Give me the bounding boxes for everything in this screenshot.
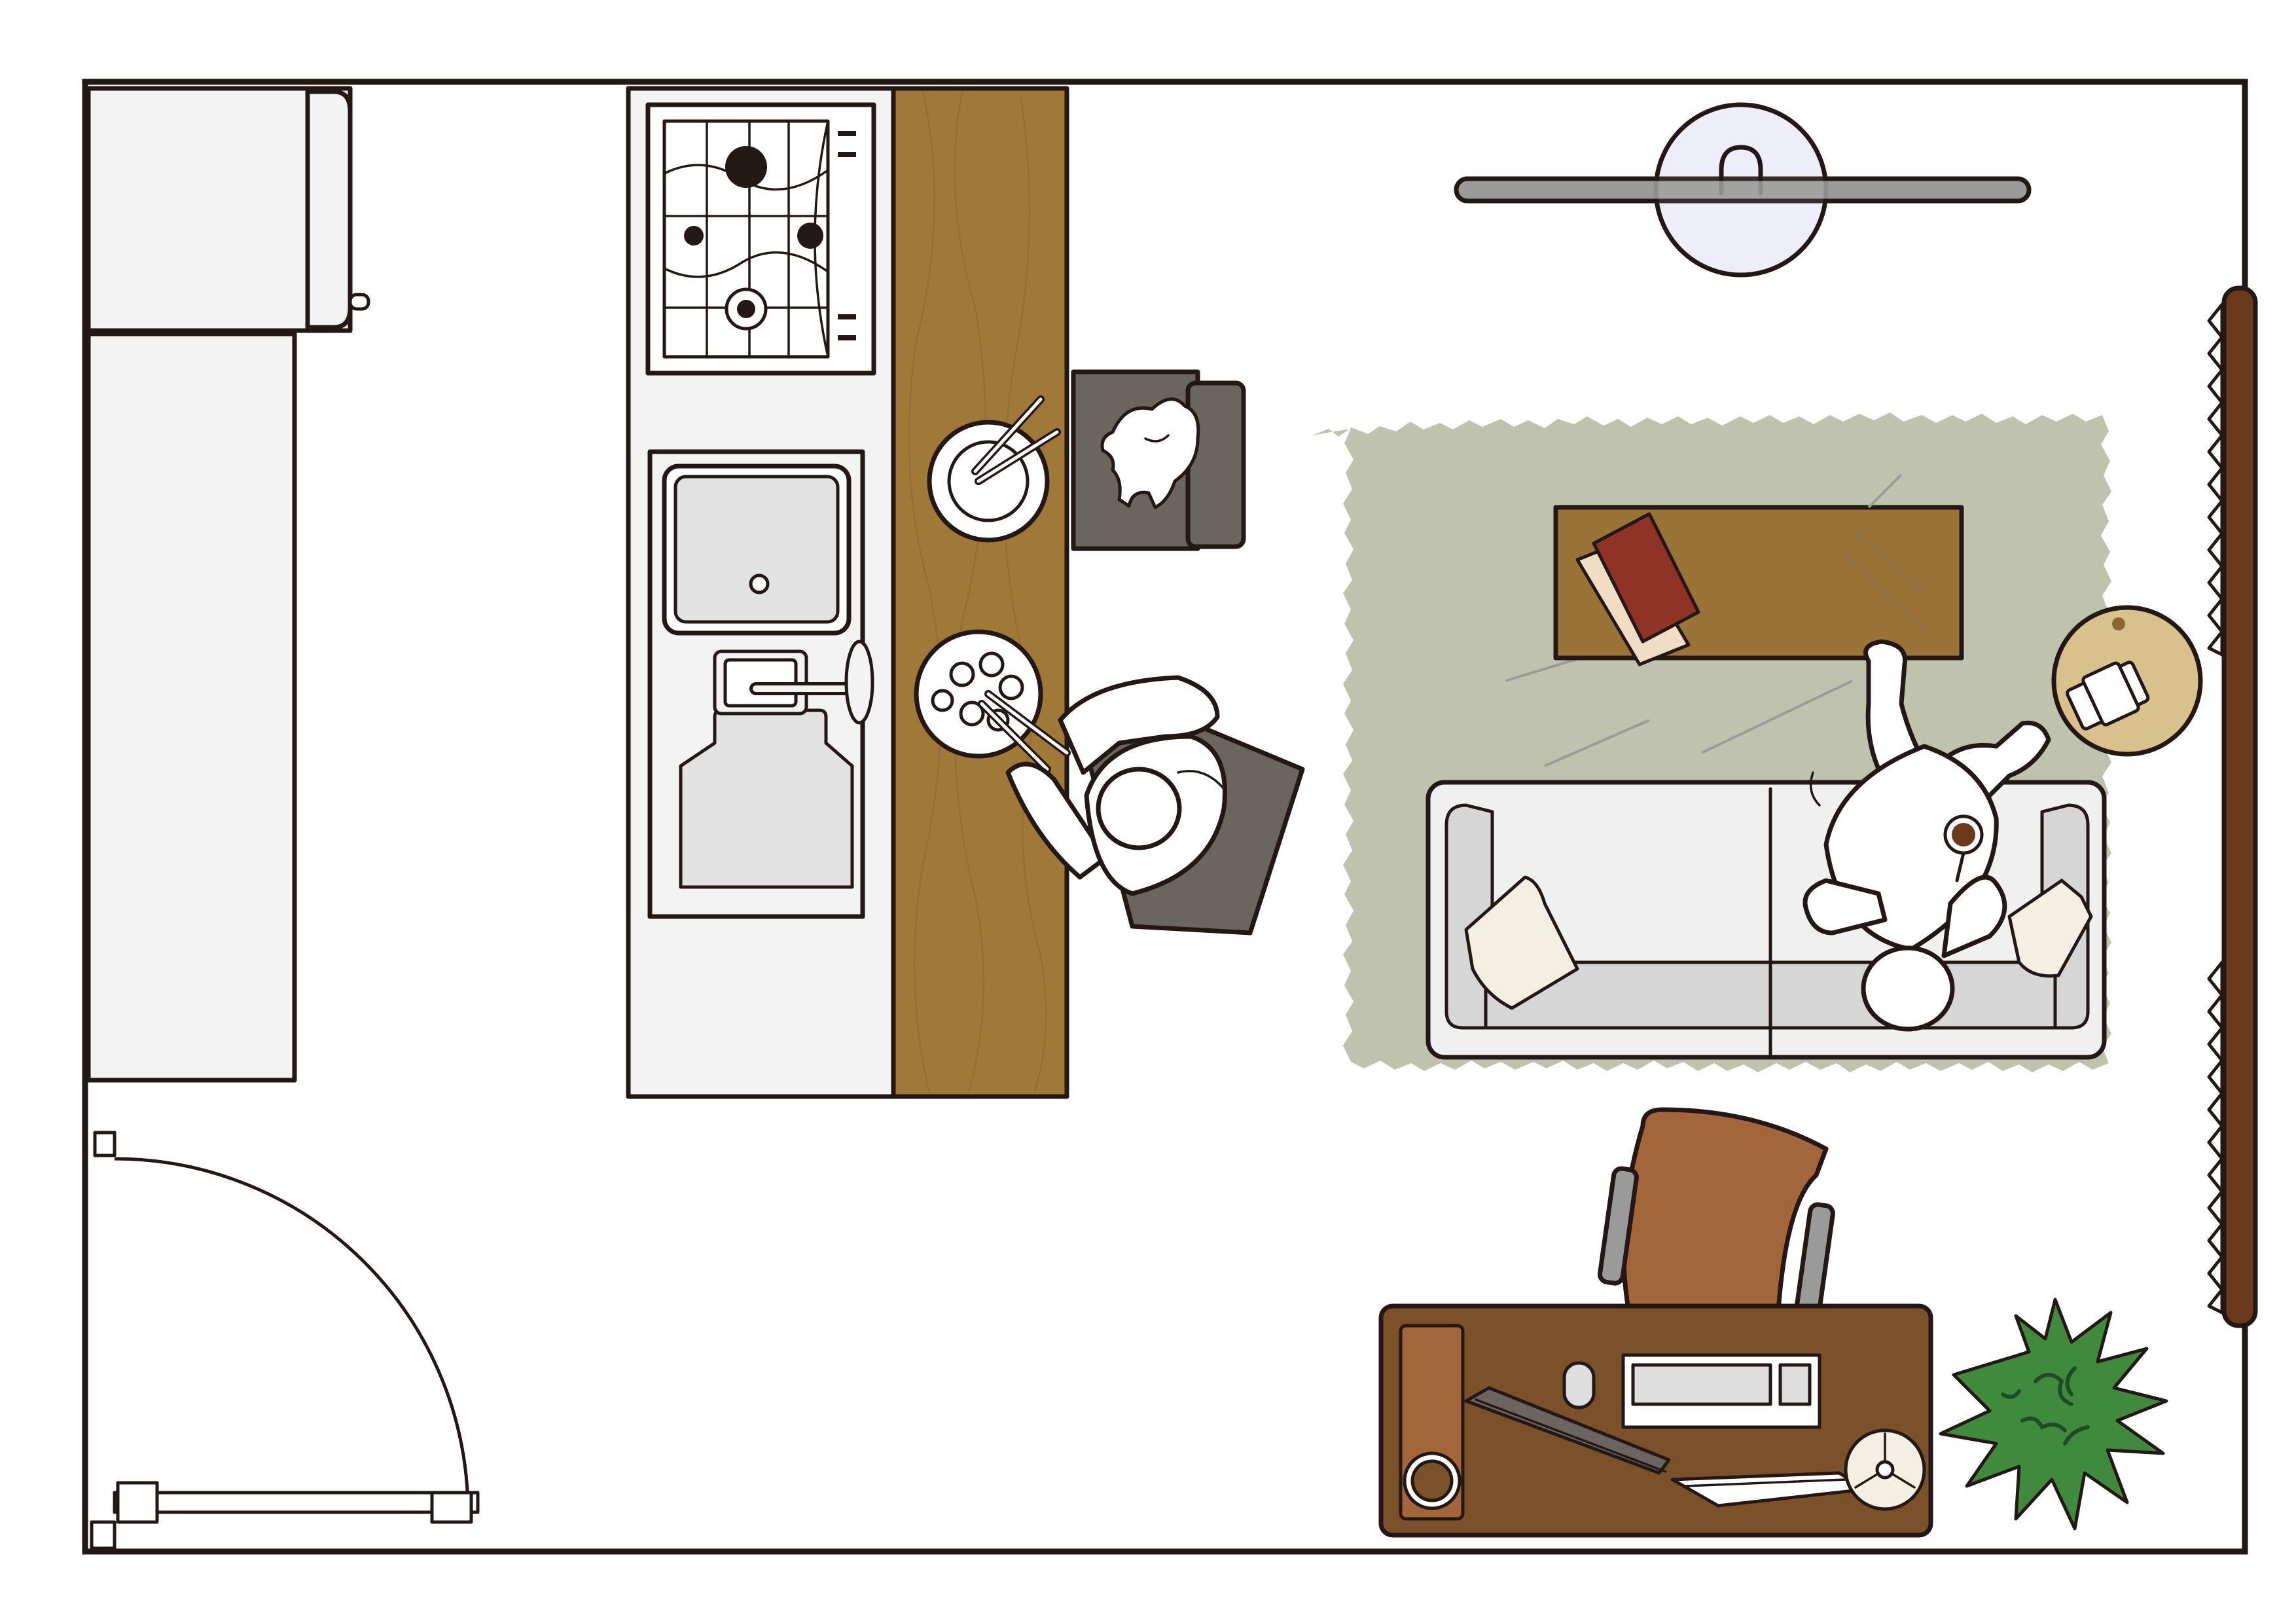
wooden-bar-counter — [891, 86, 1069, 1099]
desk-lamp-icon — [1844, 1428, 1926, 1511]
person-icon — [1005, 675, 1227, 896]
keyboard-icon — [1621, 1353, 1821, 1429]
left-counter — [86, 331, 297, 1083]
gas-stove-icon — [645, 102, 876, 376]
cat-icon — [1100, 397, 1200, 509]
books-icon — [1575, 512, 1700, 666]
kitchen-sink-icon — [647, 449, 874, 919]
desk — [1378, 1303, 1933, 1538]
office-chair — [1597, 1107, 1835, 1335]
side-table — [2051, 605, 2203, 757]
curtain — [2207, 285, 2258, 1328]
potted-plant-icon — [1939, 1298, 2168, 1531]
food-bowl-icon — [914, 629, 1071, 773]
smartphone-icon — [2066, 661, 2150, 731]
door-swing-icon — [90, 1131, 480, 1550]
bowl-chopsticks-icon — [927, 395, 1061, 543]
refrigerator-icon — [86, 86, 370, 333]
coffee-cup-icon — [1943, 814, 1984, 882]
bar-stool-with-cat — [1071, 369, 1246, 551]
coffee-mug-icon — [1403, 1451, 1462, 1510]
person-icon — [1803, 639, 2051, 1032]
monitor-icon — [1464, 1386, 1671, 1475]
mouse-icon — [1562, 1361, 1596, 1409]
coffee-table — [1553, 473, 1964, 666]
ceiling-light-icon — [1454, 102, 2032, 278]
